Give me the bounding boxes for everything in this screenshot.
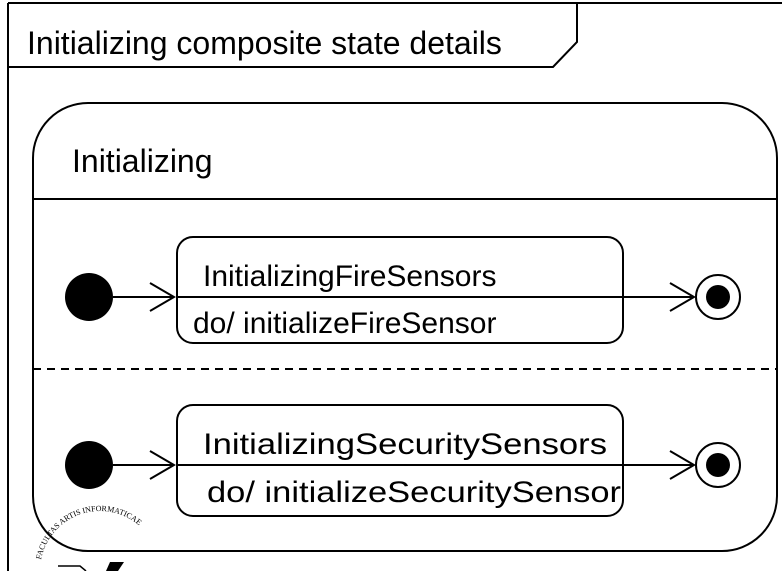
state-name: InitializingFireSensors bbox=[203, 260, 496, 293]
transition-arrowhead bbox=[669, 282, 696, 312]
initial-pseudostate bbox=[65, 441, 113, 489]
final-state-ring bbox=[695, 442, 741, 488]
state-initializing-fire-sensors bbox=[176, 236, 624, 344]
frame-title: Initializing composite state details bbox=[27, 25, 502, 61]
frame: Initializing composite state details bbox=[7, 2, 782, 571]
state-activity: do/ initializeFireSensor bbox=[193, 307, 496, 340]
transition-arrowhead bbox=[149, 450, 176, 480]
final-state-ring bbox=[695, 274, 741, 320]
watermark-emblem bbox=[58, 565, 87, 572]
state-initializing-security-sensors bbox=[176, 404, 624, 517]
state-name: InitializingSecuritySensors bbox=[203, 428, 607, 461]
composite-state: Initializing bbox=[32, 102, 778, 552]
composite-state-border bbox=[32, 102, 778, 552]
watermark-emblem-mark bbox=[106, 562, 124, 571]
composite-state-name: Initializing bbox=[72, 143, 213, 179]
transition-arrowhead bbox=[149, 282, 176, 312]
state-activity: do/ initializeSecuritySensor bbox=[207, 476, 621, 509]
region-security-sensors: InitializingSecuritySensors do/ initiali… bbox=[65, 404, 741, 517]
transition-arrowhead bbox=[669, 450, 696, 480]
final-state-core bbox=[706, 453, 730, 477]
region-fire-sensors: InitializingFireSensors do/ initializeFi… bbox=[65, 236, 741, 344]
initial-pseudostate bbox=[65, 273, 113, 321]
frame-title-tab bbox=[8, 3, 578, 68]
final-state-core bbox=[706, 285, 730, 309]
